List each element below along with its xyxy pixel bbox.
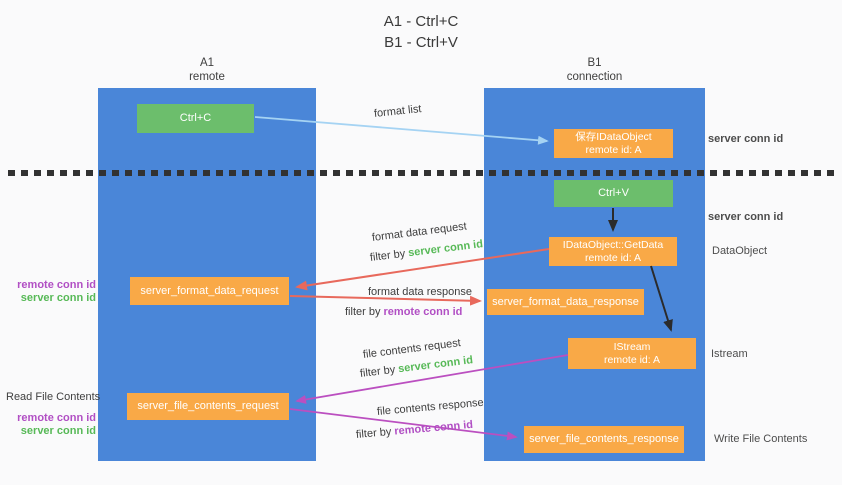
node-istream: IStream remote id: A [568,338,696,369]
node-server-file-contents-request-label: server_file_contents_request [137,400,279,412]
label-dataobject: DataObject [712,245,768,257]
filter-by-text: filter by [355,425,392,441]
server-conn-id-text: server conn id [397,354,474,376]
filter-by-text: filter by [345,306,381,318]
lane-header-a1: A1 remote [98,56,316,84]
lane-a1-name: remote [189,71,225,83]
lane-b1-id: B1 [587,57,602,69]
label-write-file-contents: Write File Contents [714,433,808,445]
node-server-file-contents-response: server_file_contents_response [524,426,684,453]
node-idataobject-getdata: IDataObject::GetData remote id: A [549,237,677,266]
node-ctrl-v: Ctrl+V [554,180,673,207]
node-ctrl-c: Ctrl+C [137,104,254,133]
label-filter-remote-conn-2: filter by remote conn id [355,419,473,441]
label-remote-conn-id-format: remote conn id [17,279,96,291]
label-file-contents-response: file contents response [376,396,485,418]
label-remote-conn-id-file: remote conn id [17,412,96,424]
node-server-file-contents-request: server_file_contents_request [127,393,289,420]
node-server-file-contents-response-label: server_file_contents_response [529,433,679,445]
server-conn-id-text: server conn id [407,238,484,260]
node-istream-sub: remote id: A [603,353,661,366]
node-ctrl-v-label: Ctrl+V [598,187,629,199]
label-server-conn-id-file: server conn id [20,424,96,437]
node-server-format-data-response-label: server_format_data_response [492,295,639,308]
filter-by-text: filter by [369,247,406,264]
filter-by-text: filter by [359,363,396,380]
node-idataobject-getdata-sub: remote id: A [584,251,642,264]
node-istream-label: IStream [613,340,651,353]
label-stack-format-conn-ids: remote conn id server conn id [6,279,96,304]
label-stack-file-conn-ids: remote conn id server conn id [6,412,96,437]
label-format-data-request: format data request [371,220,468,244]
label-filter-remote-conn-1: filter by remote conn id [345,306,462,318]
diagram-title: A1 - Ctrl+C B1 - Ctrl+V [0,11,842,53]
node-save-idataobject-sub: remote id: A [585,143,642,156]
node-save-idataobject-label: 保存IDataObject [575,130,652,143]
label-read-file-contents: Read File Contents [6,391,101,403]
session-separator-dotted-line [8,170,834,176]
node-server-format-data-response: server_format_data_response [487,289,644,315]
remote-conn-id-text: remote conn id [393,418,474,438]
lane-header-b1: B1 connection [484,56,705,84]
label-format-data-response: format data response [368,286,472,298]
node-server-format-data-request-label: server_format_data_request [140,284,279,297]
label-istream: Istream [711,348,748,360]
label-server-conn-id-format: server conn id [20,291,96,304]
lane-b1-name: connection [566,71,623,83]
lane-a1-id: A1 [199,57,215,69]
label-format-list: format list [373,103,423,120]
label-server-conn-id-mid: server conn id [708,211,784,223]
node-ctrl-c-label: Ctrl+C [179,112,212,124]
node-idataobject-getdata-label: IDataObject::GetData [562,238,664,251]
title-line-1: A1 - Ctrl+C [383,13,459,30]
node-server-format-data-request: server_format_data_request [130,277,289,305]
label-server-conn-id-top: server conn id [708,133,784,145]
title-line-2: B1 - Ctrl+V [384,34,458,51]
remote-conn-id-text: remote conn id [383,306,463,318]
node-save-idataobject: 保存IDataObject remote id: A [554,129,673,158]
